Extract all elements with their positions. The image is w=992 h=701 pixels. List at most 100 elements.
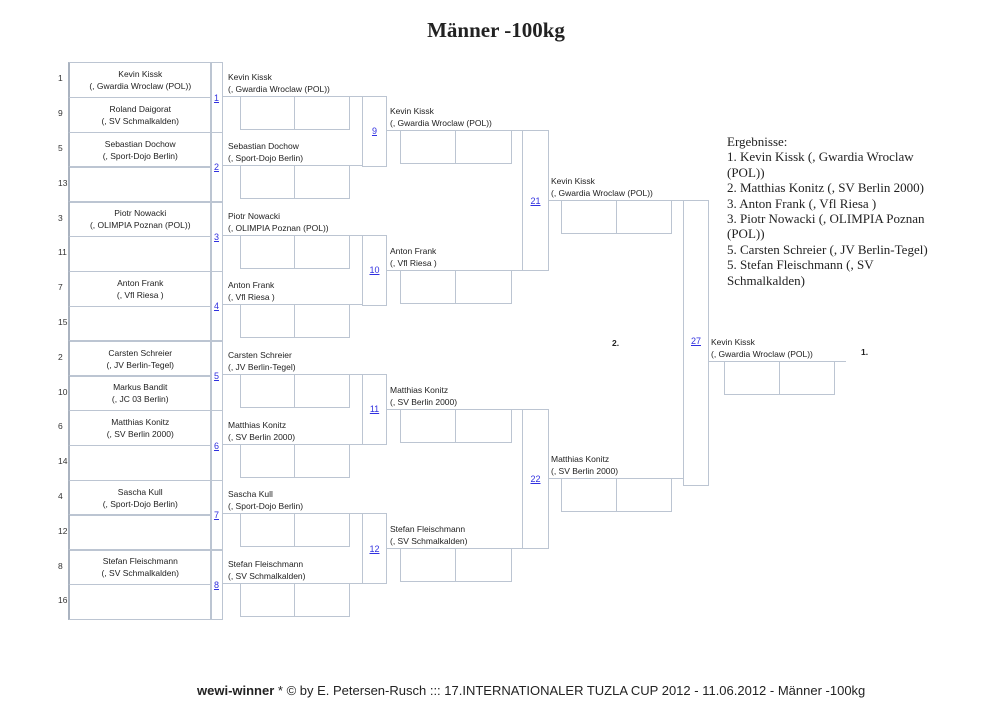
competitor-name: Sascha Kull: [117, 486, 163, 497]
score-box: [778, 361, 835, 395]
result-line: 2. Matthias Konitz (, SV Berlin 2000): [727, 180, 924, 196]
competitor-box: Matthias Konitz(, SV Berlin 2000): [68, 410, 212, 447]
competitor-box: [68, 305, 212, 342]
match-link[interactable]: 2: [213, 162, 219, 173]
competitor-box: [68, 236, 212, 273]
competitor-name: Carsten Schreier: [108, 347, 173, 358]
winner-line: [222, 513, 363, 515]
entrant-club: (, SV Berlin 2000): [390, 396, 458, 407]
entrant-name: Carsten Schreier: [228, 349, 292, 360]
entrant-club: (, SV Schmalkalden): [228, 570, 306, 581]
match-link[interactable]: 27: [690, 335, 701, 346]
score-box: [240, 304, 295, 339]
results-heading: Ergebnisse:: [727, 134, 788, 149]
seed-number: 14: [58, 456, 68, 467]
score-box: [293, 513, 350, 548]
match-link[interactable]: 10: [369, 265, 380, 276]
score-box: [454, 408, 512, 443]
match-number-cell: 12: [362, 513, 387, 585]
match-number-cell: 21: [522, 130, 549, 271]
page-title: Männer -100kg: [427, 18, 565, 42]
match-link[interactable]: 7: [213, 510, 219, 521]
score-box: [240, 373, 295, 408]
match-link[interactable]: 12: [369, 543, 380, 554]
seed-number: 1: [58, 73, 63, 84]
result-line: 1. Kevin Kissk (, Gwardia Wroclaw (POL)): [727, 149, 914, 180]
entrant-club: (, JV Berlin-Tegel): [228, 361, 296, 372]
winner-line: [222, 373, 363, 375]
score-box: [240, 582, 295, 617]
score-box: [400, 547, 456, 582]
entrant-name: Anton Frank: [228, 280, 275, 291]
competitor-name: Roland Daigorat: [109, 103, 171, 114]
seed-number: 7: [58, 282, 63, 293]
score-box: [240, 513, 295, 548]
score-box: [561, 199, 617, 234]
entrant-club: (, Vfl Riesa ): [390, 257, 437, 268]
score-box: [615, 478, 672, 513]
entrant-name: Matthias Konitz: [228, 419, 287, 430]
match-link[interactable]: 22: [530, 474, 541, 485]
competitor-club: (, Vfl Riesa ): [116, 289, 164, 300]
entrant-club: (, OLIMPIA Poznan (POL)): [228, 222, 329, 233]
entrant-club: (, SV Berlin 2000): [551, 466, 619, 477]
result-line: 3. Anton Frank (, Vfl Riesa ): [727, 195, 877, 211]
winner-line: [222, 234, 363, 236]
match-link[interactable]: 5: [213, 370, 219, 381]
result-line: 5. Carsten Schreier (, JV Berlin-Tegel): [727, 241, 928, 257]
seed-number: 16: [58, 595, 68, 606]
entrant-club: (, Vfl Riesa ): [228, 292, 275, 303]
match-link[interactable]: 8: [213, 579, 219, 590]
entrant-club: (, Gwardia Wroclaw (POL)): [711, 349, 813, 359]
match-link[interactable]: 11: [369, 404, 380, 415]
competitor-club: (, Sport-Dojo Berlin): [102, 150, 178, 161]
entrant-club: (, Gwardia Wroclaw (POL)): [551, 187, 653, 198]
competitor-box: Markus Bandit(, JC 03 Berlin): [68, 375, 212, 412]
match-number-cell: 5: [210, 340, 223, 412]
score-box: [400, 130, 456, 165]
seed-number: 4: [58, 491, 63, 501]
second-place-label: 2.: [612, 338, 620, 348]
footer-text: * © by E. Petersen-Rusch ::: 17.INTERNAT…: [274, 683, 866, 698]
competitor-name: Matthias Konitz: [111, 417, 170, 428]
match-link[interactable]: 4: [213, 301, 219, 312]
seed-number: 15: [58, 317, 68, 327]
competitor-name: Markus Bandit: [113, 382, 168, 393]
competitor-club: (, Sport-Dojo Berlin): [102, 498, 178, 509]
score-box: [454, 547, 512, 582]
score-box: [454, 269, 512, 304]
entrant-club: (, SV Berlin 2000): [228, 431, 296, 442]
match-link[interactable]: 3: [213, 231, 219, 242]
score-box: [293, 443, 350, 478]
competitor-box: Piotr Nowacki(, OLIMPIA Poznan (POL)): [68, 201, 212, 238]
competitor-club: (, SV Schmalkalden): [101, 568, 179, 579]
match-link[interactable]: 21: [530, 195, 541, 206]
match-link[interactable]: 1: [213, 92, 219, 103]
entrant-name: Piotr Nowacki: [228, 210, 280, 221]
match-number-cell: 8: [210, 549, 223, 621]
footer-brand: wewi-winner: [197, 683, 275, 698]
entrant-name: Matthias Konitz: [390, 384, 449, 395]
entrant-club: (, Gwardia Wroclaw (POL)): [228, 83, 330, 94]
entrant-club: (, Sport-Dojo Berlin): [228, 501, 304, 512]
match-link[interactable]: 9: [371, 126, 377, 137]
score-box: [400, 269, 456, 304]
match-number-cell: 1: [210, 62, 223, 134]
entrant-name: Sascha Kull: [228, 489, 273, 500]
competitor-club: (, Gwardia Wroclaw (POL)): [89, 81, 192, 92]
competitor-club: (, SV Schmalkalden): [101, 115, 179, 126]
match-number-cell: 3: [210, 201, 223, 273]
score-box: [293, 234, 350, 269]
competitor-club: (, JC 03 Berlin): [111, 394, 169, 405]
score-box: [293, 165, 350, 200]
match-number-cell: 27: [683, 199, 709, 487]
winner-line: [222, 165, 363, 167]
seed-number: 2: [58, 351, 63, 362]
entrant-name: Kevin Kissk: [711, 337, 755, 347]
score-box: [240, 443, 295, 478]
score-box: [240, 165, 295, 200]
competitor-box: [68, 166, 212, 203]
match-link[interactable]: 6: [213, 440, 219, 451]
match-number-cell: 22: [522, 408, 549, 550]
match-number-cell: 11: [362, 373, 387, 445]
